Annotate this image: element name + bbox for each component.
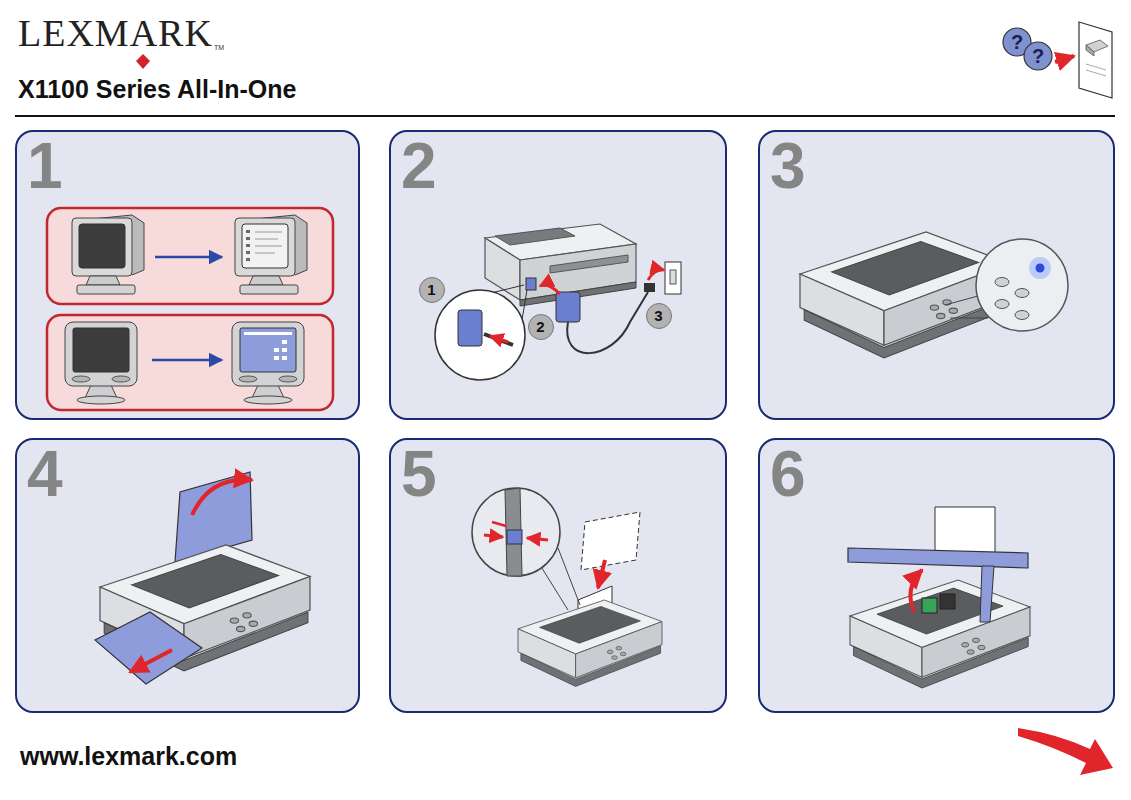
step-panel: 5 (389, 438, 727, 713)
load-paper (472, 488, 662, 686)
title-holder: X1100 Series All-In-One (18, 77, 296, 102)
callout-circle: 2 (528, 314, 554, 340)
step-panel: 1 (15, 130, 360, 420)
step-number: 5 (401, 442, 437, 506)
trademark-mark: TM (214, 44, 224, 51)
label-holder: ? (1032, 46, 1044, 66)
step-number: 2 (401, 134, 437, 198)
step-number: 6 (770, 442, 806, 506)
callout-number: 1 (427, 282, 435, 297)
logo-diamond (136, 54, 150, 69)
label-holder: www.lexmark.com (20, 744, 237, 769)
help-icon (1003, 22, 1112, 98)
step-panel: 2 1 2 3 (389, 130, 727, 420)
step-panel: 6 (758, 438, 1115, 713)
label-holder: TM (214, 44, 224, 51)
install-cartridges (848, 507, 1030, 688)
callout-circle: 1 (419, 277, 445, 303)
callout-number: 3 (654, 308, 662, 323)
label-holder: ? (1011, 32, 1023, 52)
brand-logo: LEXMARK (18, 14, 213, 52)
step-number: 1 (27, 134, 63, 198)
help-question: ? (1032, 46, 1044, 66)
software-steps (47, 208, 333, 410)
label-holder: LEXMARK (18, 14, 213, 52)
step-panel: 4 (15, 438, 360, 713)
next-arrow (1018, 728, 1113, 775)
help-question: ? (1011, 32, 1023, 52)
power-connection (435, 224, 681, 380)
callout-number: 2 (536, 319, 544, 334)
step-number: 4 (27, 442, 63, 506)
title-rule (15, 115, 1115, 117)
power-button (800, 232, 1068, 358)
step-number: 3 (770, 134, 806, 198)
panel-ground (16, 131, 1114, 712)
page-title: X1100 Series All-In-One (18, 77, 296, 102)
web-address: www.lexmark.com (20, 744, 237, 769)
paper-support-and-tray (95, 472, 310, 684)
callout-circle: 3 (646, 303, 672, 329)
step-panel: 3 (758, 130, 1115, 420)
